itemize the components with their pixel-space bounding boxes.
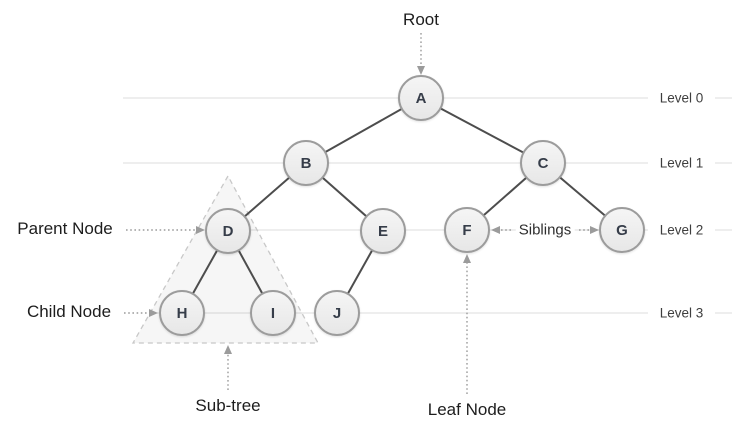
leaf-arrowhead <box>463 254 471 263</box>
tree-node-j: J <box>314 290 360 336</box>
node-b-letter: B <box>300 154 312 172</box>
level-1-label: Level 1 <box>648 155 715 171</box>
siblings-right-arrowhead <box>590 226 599 234</box>
tree-node-e: E <box>360 208 406 254</box>
tree-node-h: H <box>159 290 205 336</box>
node-c-letter: C <box>537 154 549 172</box>
node-h-letter: H <box>176 304 188 322</box>
node-d-letter: D <box>222 222 234 240</box>
subtree-label: Sub-tree <box>195 396 261 415</box>
node-j-letter: J <box>332 304 342 322</box>
annotation-arrows <box>124 33 590 394</box>
child-node-label: Child Node <box>26 302 112 321</box>
tree-node-g: G <box>599 207 645 253</box>
parent-node-label: Parent Node <box>17 219 113 238</box>
node-g-letter: G <box>616 221 628 239</box>
node-e-letter: E <box>377 222 388 240</box>
tree-node-a: A <box>398 75 444 121</box>
siblings-left-arrowhead <box>491 226 500 234</box>
leaf-node-label: Leaf Node <box>427 400 507 419</box>
subtree-triangle <box>131 174 320 344</box>
level-3-label: Level 3 <box>648 305 715 321</box>
level-0-label: Level 0 <box>648 90 715 106</box>
annotation-arrowheads <box>149 66 599 354</box>
subtree-arrowhead <box>224 345 232 354</box>
child-arrowhead <box>149 309 158 317</box>
tree-node-d: D <box>205 208 251 254</box>
siblings-label: Siblings <box>515 221 575 239</box>
tree-node-f: F <box>444 207 490 253</box>
parent-arrowhead <box>196 226 205 234</box>
node-i-letter: I <box>270 304 276 322</box>
tree-node-b: B <box>283 140 329 186</box>
root-label: Root <box>403 10 439 29</box>
node-f-letter: F <box>462 221 472 239</box>
tree-node-c: C <box>520 140 566 186</box>
level-2-label: Level 2 <box>648 222 715 238</box>
root-arrowhead <box>417 66 425 75</box>
tree-node-i: I <box>250 290 296 336</box>
node-a-letter: A <box>415 89 427 107</box>
